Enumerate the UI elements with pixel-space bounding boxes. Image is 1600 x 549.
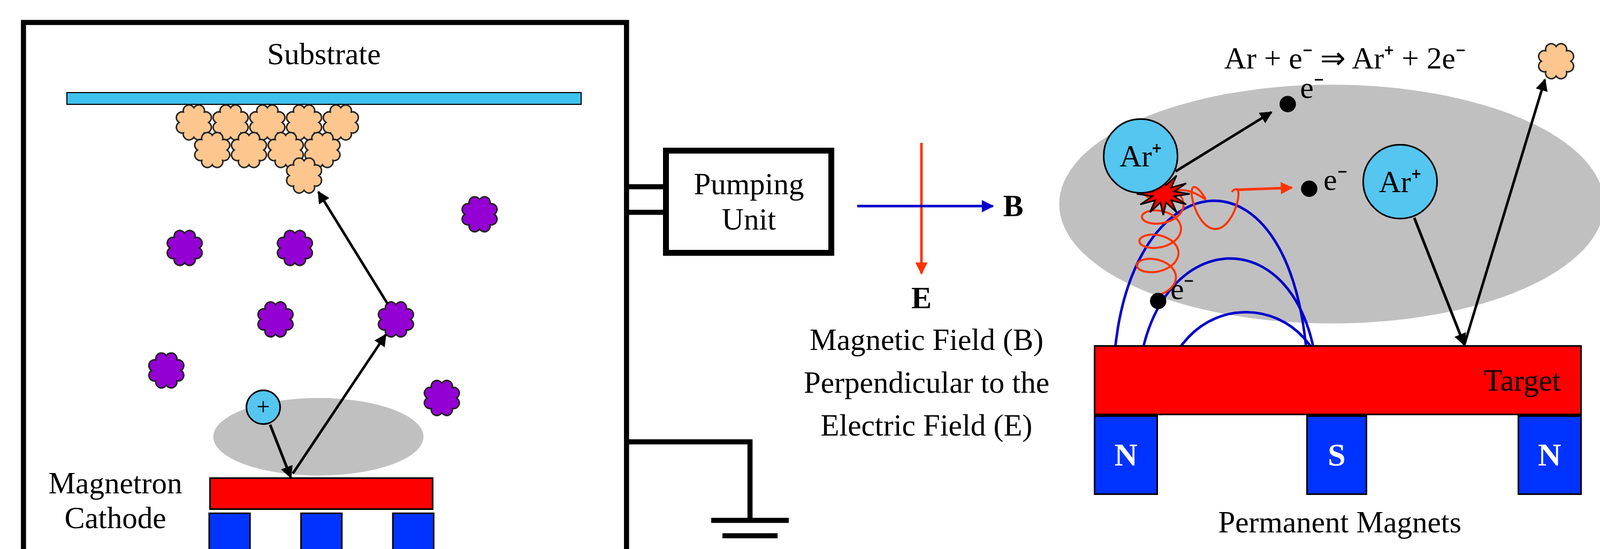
node-text: +: [256, 393, 271, 422]
electric-field-arrow: [920, 142, 924, 274]
pumping-unit: Pumping Unit: [663, 147, 835, 256]
trajectory-arrow: [318, 192, 388, 305]
magnetic-field-arrow: [857, 204, 994, 208]
electron: [1300, 180, 1318, 198]
pump-pipe: [626, 209, 666, 216]
sputtered-atoms: [148, 196, 498, 416]
argon-ion: Ar⁺: [1362, 143, 1438, 220]
magnet-pole: N: [1517, 415, 1582, 495]
argon-ion: +: [245, 389, 281, 425]
node-text: Ar⁺: [1119, 138, 1162, 174]
ground-symbol: [711, 517, 789, 524]
magnetron-cathode: Magnetron Cathode: [28, 465, 434, 544]
node-text: Target: [1483, 362, 1561, 399]
target: Target: [1093, 345, 1582, 416]
electron-label: e⁻: [1299, 70, 1324, 106]
chamber-wall: [23, 22, 627, 549]
field-label: B: [1002, 188, 1024, 224]
node-text: N: [1114, 436, 1138, 474]
magnet: [301, 513, 342, 549]
part-label: Permanent Magnets: [1218, 505, 1462, 541]
electron-arrow: [1175, 112, 1272, 172]
node-text: Ar⁺: [1378, 164, 1422, 200]
field-note: Magnetic Field (B) Perpendicular to the …: [765, 318, 1087, 447]
trajectory-arrow: [292, 334, 386, 474]
argon-ion: Ar⁺: [1102, 118, 1179, 194]
node-text: S: [1327, 436, 1346, 474]
substrate: Substrate: [66, 38, 582, 105]
magnet: [392, 513, 434, 549]
node-text: Magnetron Cathode: [28, 465, 202, 536]
connector-arrow: [1414, 217, 1465, 346]
ground-wire: [626, 442, 751, 521]
cathode-bar: [209, 477, 434, 510]
magnet-pole: N: [1093, 415, 1158, 495]
electron-arrow: [1236, 187, 1292, 190]
node-text: N: [1537, 436, 1561, 474]
electron: [1279, 95, 1297, 113]
plasma-glow: [1058, 84, 1600, 324]
reaction-equation: Ar + e⁻ ⇒ Ar⁺ + 2e⁻: [1224, 40, 1466, 76]
substrate-bar: [66, 92, 582, 106]
magnet: [209, 513, 250, 549]
trajectory-arrow: [1464, 79, 1545, 346]
connector-arrow: [270, 424, 292, 478]
ground-symbol: [722, 532, 778, 539]
electron-label: e⁻: [1323, 162, 1347, 198]
electron-label: e⁻: [1170, 271, 1194, 307]
pump-pipe: [626, 184, 666, 190]
magnet-pole: S: [1306, 415, 1368, 495]
node-text: Pumping Unit: [681, 166, 816, 237]
field-label: E: [911, 280, 932, 316]
node-text: Substrate: [66, 38, 582, 70]
electron: [1149, 292, 1167, 310]
